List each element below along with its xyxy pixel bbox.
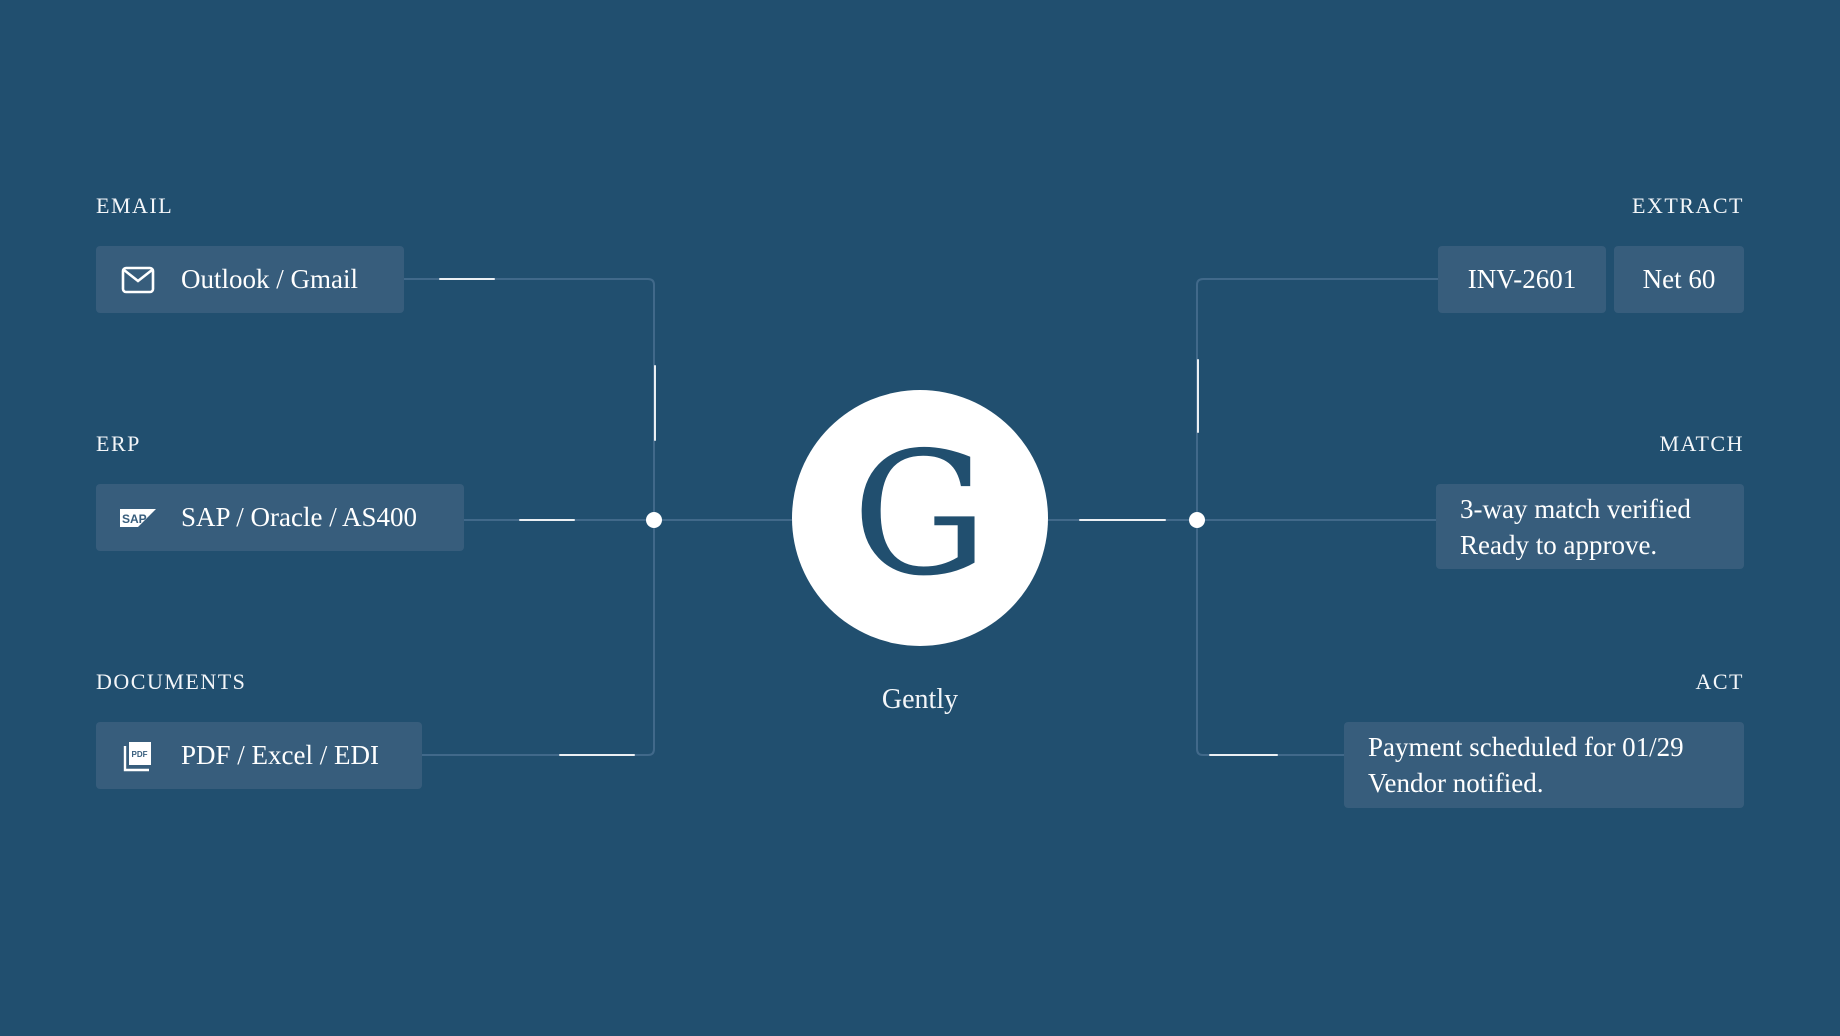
hub-name: Gently bbox=[881, 684, 959, 715]
match-line-2: Ready to approve. bbox=[1460, 529, 1658, 560]
left-junction-dot bbox=[646, 512, 662, 528]
source-label-documents: DOCUMENTS bbox=[96, 669, 247, 694]
source-text-email: Outlook / Gmail bbox=[181, 264, 358, 294]
extract-terms-text: Net 60 bbox=[1642, 264, 1716, 294]
act-result-card[interactable]: Payment scheduled for 01/29 Vendor notif… bbox=[1344, 722, 1744, 808]
source-text-erp: SAP / Oracle / AS400 bbox=[181, 502, 417, 532]
right-junction-dot bbox=[1189, 512, 1205, 528]
svg-text:PDF: PDF bbox=[132, 750, 148, 759]
output-label-match: MATCH bbox=[1659, 431, 1744, 456]
extract-chip-terms[interactable]: Net 60 bbox=[1614, 246, 1744, 313]
source-label-email: EMAIL bbox=[96, 193, 174, 218]
pdf-file-icon: PDF bbox=[120, 741, 156, 771]
source-chip-erp[interactable]: SAP SAP / Oracle / AS400 bbox=[96, 484, 464, 551]
extract-chip-invoice[interactable]: INV-2601 bbox=[1438, 246, 1606, 313]
gently-hub-logo[interactable]: G bbox=[792, 390, 1048, 646]
extract-invoice-text: INV-2601 bbox=[1467, 264, 1577, 294]
envelope-icon bbox=[120, 265, 156, 295]
output-label-act: ACT bbox=[1695, 669, 1744, 694]
svg-text:SAP: SAP bbox=[122, 512, 147, 526]
sap-logo-icon: SAP bbox=[120, 503, 156, 533]
source-label-erp: ERP bbox=[96, 431, 141, 456]
act-line-1: Payment scheduled for 01/29 bbox=[1368, 732, 1684, 762]
match-result-card[interactable]: 3-way match verified Ready to approve. bbox=[1436, 484, 1744, 569]
source-text-documents: PDF / Excel / EDI bbox=[181, 740, 379, 770]
act-line-2: Vendor notified. bbox=[1368, 768, 1544, 798]
output-label-extract: EXTRACT bbox=[1632, 193, 1744, 218]
source-chip-documents[interactable]: PDF PDF / Excel / EDI bbox=[96, 722, 422, 789]
source-chip-email[interactable]: Outlook / Gmail bbox=[96, 246, 404, 313]
hub-letter: G bbox=[852, 416, 988, 614]
match-line-1: 3-way match verified bbox=[1460, 493, 1691, 524]
